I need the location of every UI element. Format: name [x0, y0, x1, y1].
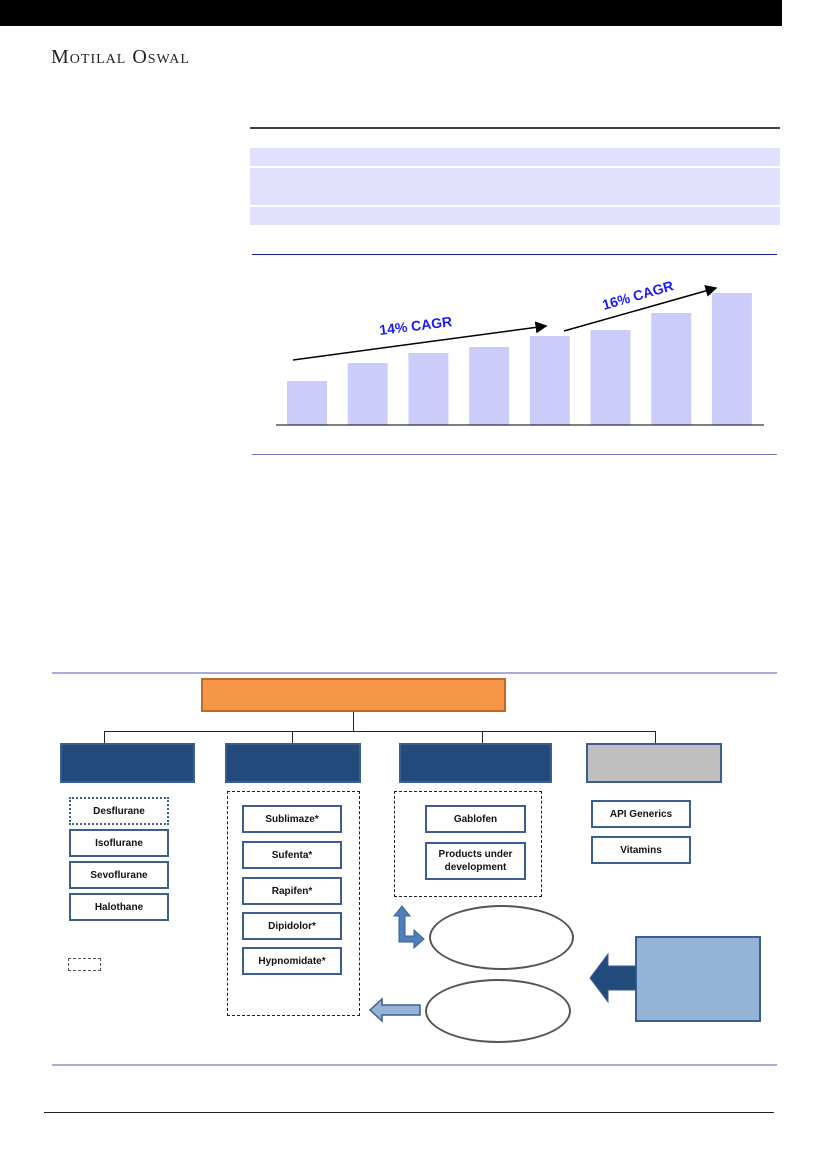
diagram-top-rule [52, 672, 777, 674]
left-arrow-icon [368, 997, 421, 1023]
group-box [227, 791, 360, 1016]
chart-top-rule [252, 254, 777, 255]
product-box: Sublimaze* [242, 805, 342, 833]
connector [482, 731, 483, 744]
product-box: Sevoflurane [69, 861, 169, 889]
cagr-arrow [563, 285, 718, 332]
ellipse-shape [425, 979, 571, 1043]
table-row [250, 168, 780, 205]
bar [590, 330, 631, 425]
product-box: API Generics [591, 800, 691, 828]
bar [347, 363, 388, 425]
product-box: Gablofen [425, 805, 526, 833]
product-box: Halothane [69, 893, 169, 921]
product-box: Hypnomidate* [242, 947, 342, 975]
bar [408, 353, 449, 425]
bar [287, 381, 327, 425]
connector [353, 712, 354, 732]
legend-dashed-box [68, 958, 101, 971]
product-box: Products under development [425, 842, 526, 880]
connector [104, 731, 656, 732]
bar-chart: 14% CAGR 16% CAGR [276, 277, 764, 426]
footer-rule [44, 1112, 774, 1113]
cagr-label: 16% CAGR [600, 277, 675, 313]
arrows [390, 905, 637, 1016]
cagr-arrow [292, 321, 548, 361]
chart-bottom-rule [252, 454, 777, 455]
root-box [201, 678, 506, 712]
diagram-bottom-rule [52, 1064, 777, 1066]
segment-header [60, 743, 195, 783]
table-row [250, 207, 780, 225]
connector [292, 731, 293, 744]
segment-header [399, 743, 552, 783]
segment-header [586, 743, 722, 783]
bar [651, 313, 692, 425]
product-box: Isoflurane [69, 829, 169, 857]
cagr-label: 14% CAGR [378, 313, 453, 338]
product-box: Sufenta* [242, 841, 342, 869]
connector [655, 731, 656, 744]
big-left-arrow-icon [589, 952, 637, 1004]
connector [104, 731, 105, 744]
segment-header [225, 743, 361, 783]
product-box: Dipidolor* [242, 912, 342, 940]
ellipse-shape [429, 905, 574, 970]
bar [711, 293, 752, 425]
bar [529, 336, 570, 425]
logo: Motilal Oswal [51, 46, 190, 68]
group-box [394, 791, 542, 897]
table-top-rule [250, 127, 780, 129]
product-box: Vitamins [591, 836, 691, 864]
table-row [250, 148, 780, 166]
product-box: Desflurane [69, 797, 169, 825]
product-box: Rapifen* [242, 877, 342, 905]
top-bar [0, 0, 782, 26]
bar [469, 347, 510, 425]
bent-arrow-icon [392, 905, 425, 950]
